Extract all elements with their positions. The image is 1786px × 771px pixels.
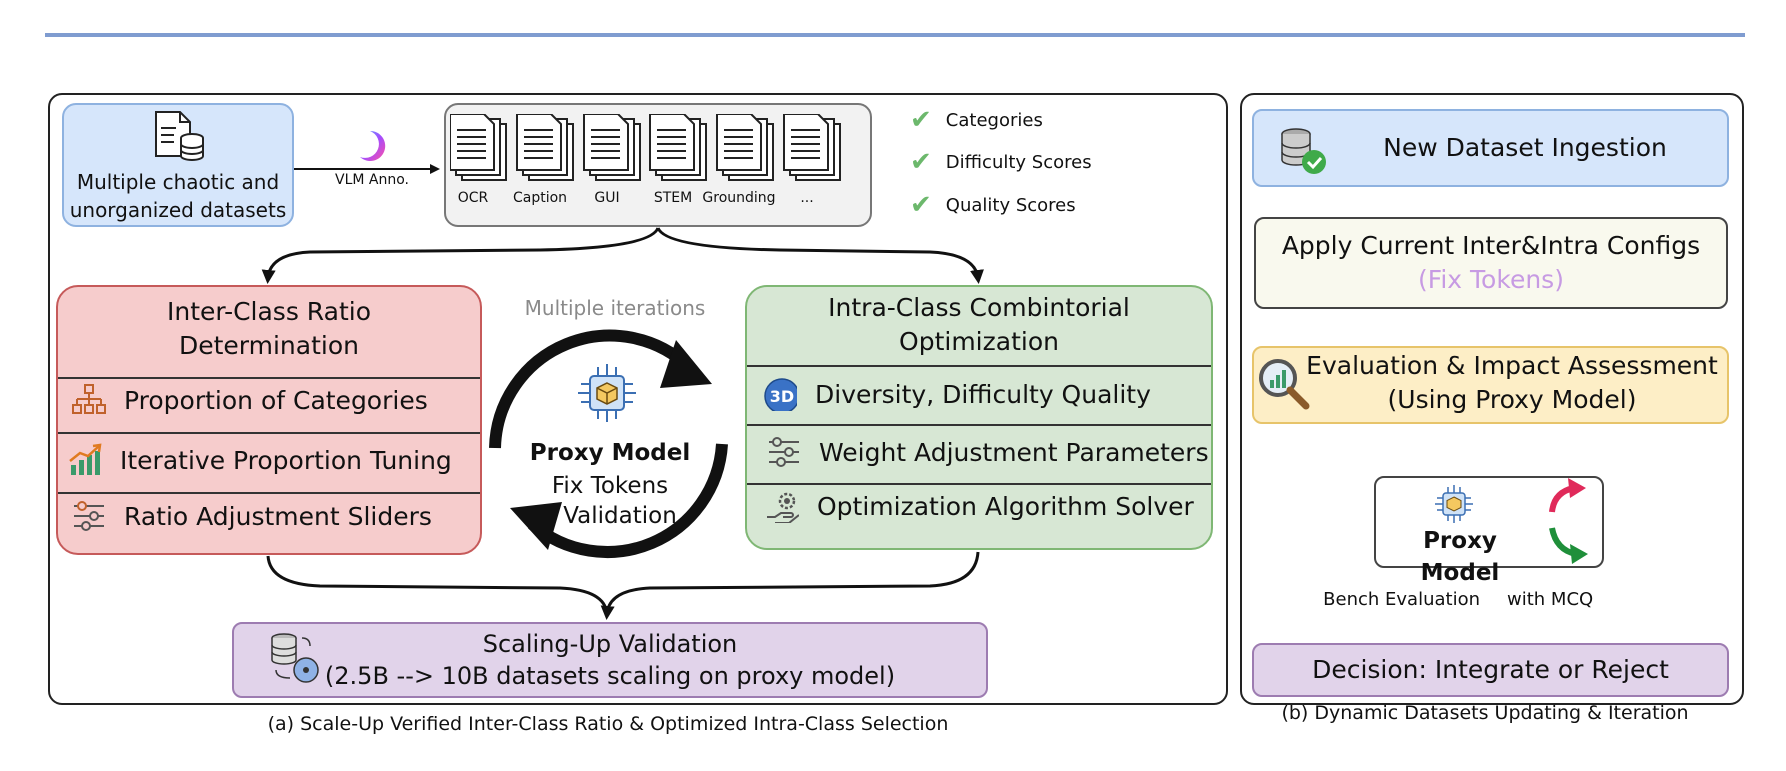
scaling-validation-detail: (2.5B --> 10B datasets scaling on proxy … <box>324 662 896 690</box>
divider <box>58 492 480 494</box>
intra-class-item: 3D Diversity, Difficulty Quality <box>763 377 1151 411</box>
growth-chart-icon <box>69 443 102 475</box>
data-type-label: Caption <box>512 190 568 206</box>
vlm-annotation-label: VLM Anno. <box>335 172 409 188</box>
data-type-label: STEM <box>653 190 693 206</box>
intra-class-box: Intra-Class Combintorial Optimization 3D… <box>745 285 1213 550</box>
checklist-item: ✔Difficulty Scores <box>910 147 1092 177</box>
check-icon: ✔ <box>910 147 932 177</box>
mcq-label: with MCQ <box>1507 589 1594 610</box>
svg-text:3D: 3D <box>770 387 794 406</box>
hierarchy-icon <box>72 384 106 414</box>
vlm-logo-icon <box>360 130 386 161</box>
inter-class-item: Ratio Adjustment Sliders <box>72 499 432 533</box>
evaluation-box <box>1252 346 1729 424</box>
database-sync-icon <box>271 633 319 683</box>
inter-class-title: Inter-Class Ratio <box>166 297 371 326</box>
divider <box>58 432 480 434</box>
data-type-label: GUI <box>594 190 620 206</box>
intra-class-title: Intra-Class Combintorial <box>828 293 1130 322</box>
scaling-validation-title: Scaling-Up Validation <box>482 630 738 658</box>
divider <box>747 365 1211 367</box>
new-dataset-box <box>1252 109 1729 187</box>
magnifier-chart-icon <box>1259 359 1310 410</box>
inter-class-item: Iterative Proportion Tuning <box>68 443 452 477</box>
fix-tokens-label: (Fix Tokens) <box>1418 265 1564 294</box>
chip-icon <box>1435 485 1473 523</box>
evaluation-detail: (Using Proxy Model) <box>1387 385 1637 414</box>
check-icon: ✔ <box>910 105 932 135</box>
iterations-label: Multiple iterations <box>524 296 706 320</box>
checklist-item: ✔Quality Scores <box>910 190 1076 220</box>
sliders-icon <box>769 437 799 467</box>
inter-class-box: Inter-Class Ratio Determination Proporti… <box>56 285 482 555</box>
divider <box>58 377 480 379</box>
caption-a: (a) Scale-Up Verified Inter-Class Ratio … <box>267 713 949 735</box>
up-down-arrows-icon <box>1549 478 1588 564</box>
data-type-label: Grounding <box>702 190 776 206</box>
apply-configs-label: Apply Current Inter&Intra Configs <box>1281 231 1701 260</box>
new-dataset-label: New Dataset Ingestion <box>1383 133 1667 162</box>
decision-box <box>1252 643 1729 697</box>
evaluation-label: Evaluation & Impact Assessment <box>1306 351 1718 380</box>
scaling-validation-box <box>232 622 988 698</box>
data-type-label: ... <box>800 190 814 206</box>
proxy-model-title: Proxy Model <box>529 440 691 466</box>
caption-b: (b) Dynamic Datasets Updating & Iteratio… <box>1281 702 1689 724</box>
proxy-model-subtitle: Validation <box>563 503 677 529</box>
inter-class-title: Determination <box>178 331 359 360</box>
proxy-model-label: Proxy Model <box>1420 528 1500 586</box>
data-type-label: OCR <box>457 190 489 206</box>
proxy-model-subtitle: Fix Tokens <box>551 473 669 499</box>
intra-class-title: Optimization <box>899 327 1059 356</box>
3d-icon: 3D <box>764 378 797 411</box>
checklist-item: ✔Categories <box>910 105 1043 135</box>
divider <box>747 424 1211 426</box>
intra-class-item: Weight Adjustment Parameters <box>767 435 1209 469</box>
intra-class-item: Optimization Algorithm Solver <box>765 489 1194 523</box>
divider <box>747 483 1211 485</box>
database-check-icon <box>1281 128 1326 174</box>
gear-hand-icon <box>767 492 799 523</box>
decision-label: Decision: Integrate or Reject <box>1312 655 1669 684</box>
document-database-icon <box>155 111 204 161</box>
bench-evaluation-label: Bench Evaluation <box>1323 589 1480 610</box>
chip-icon <box>578 364 636 422</box>
inter-class-item: Proportion of Categories <box>72 383 428 417</box>
document-stack-icons <box>450 114 841 181</box>
top-rule <box>45 33 1745 37</box>
source-datasets-label: Multiple chaotic and unorganized dataset… <box>69 170 287 222</box>
sliders-icon <box>74 501 104 531</box>
check-icon: ✔ <box>910 190 932 220</box>
apply-configs-box <box>1254 217 1728 309</box>
